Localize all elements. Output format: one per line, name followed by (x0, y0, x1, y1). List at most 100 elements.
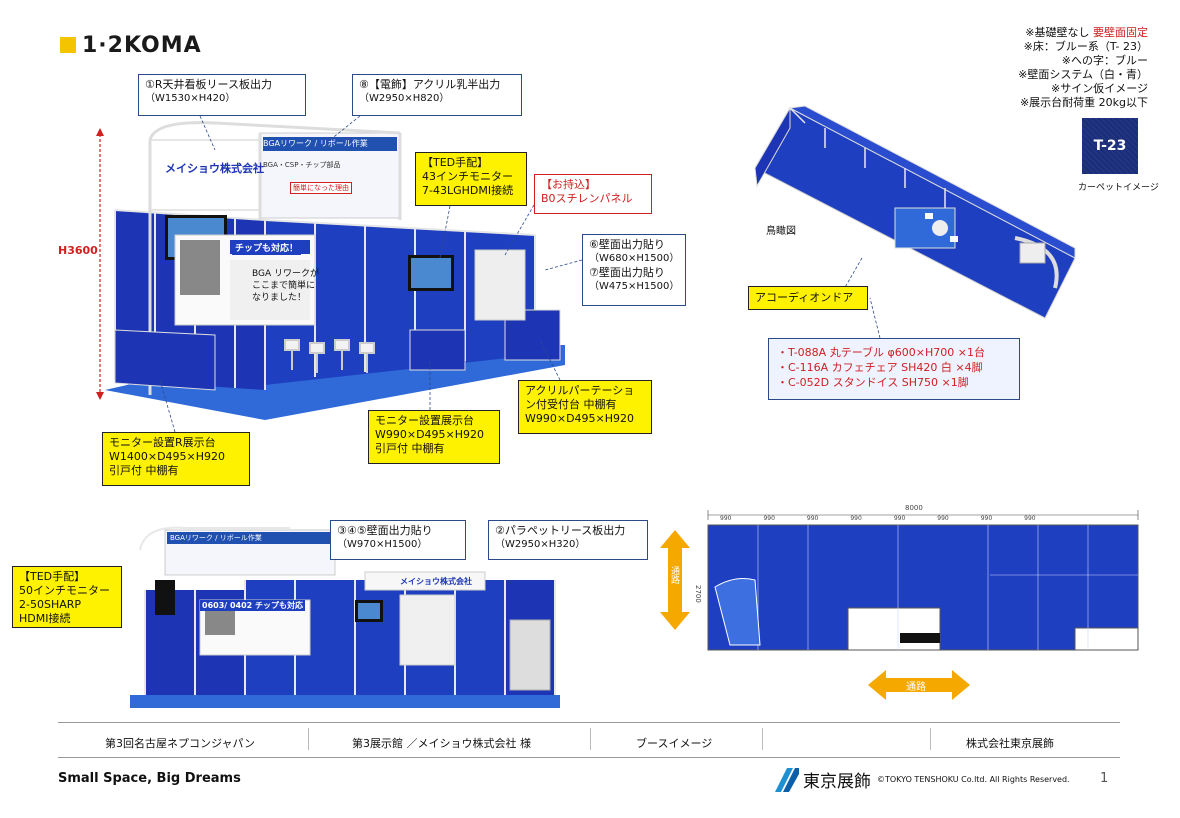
dim-label: 990 (937, 515, 949, 522)
note-line2: ※床：ブルー系（T- 23） (1023, 40, 1148, 53)
callout-dim: （W2950×H820） (359, 93, 450, 104)
callout-dim: （W970×H1500） (337, 539, 428, 550)
footer-sep (930, 728, 931, 750)
notes-block: ※基礎壁なし 要壁面固定 ※床：ブルー系（T- 23） ※への字：ブルー ※壁面… (1018, 26, 1148, 110)
callout-line: （W680×H1500） (589, 253, 680, 264)
callout-line: アコーディオンドア (755, 291, 854, 304)
sign-chip-main: チップも対応！ (232, 240, 302, 255)
footer-top-line (58, 722, 1120, 723)
floorplan-depth: 2700 (694, 585, 702, 603)
footer-brand: 東京展飾 ©TOKYO TENSHOKU Co.ltd. All Rights … (775, 767, 1070, 792)
floorplan-width: 8000 (905, 504, 923, 512)
company-logo: 1·2KOMA (60, 33, 202, 58)
height-label: H3600 (58, 244, 98, 257)
booth-render-front (130, 526, 560, 708)
note-line4: ※壁面システム（白・青） (1018, 68, 1148, 81)
callout-acrylic-sign: ⑧【電飾】アクリル乳半出力 （W2950×H820） (352, 74, 522, 116)
callout-accordion-door: アコーディオンドア (748, 286, 868, 310)
callout-line: アクリルパーテーショ (525, 384, 635, 397)
callout-line: HDMI接続 (19, 612, 71, 625)
dim-label: 990 (806, 515, 819, 522)
callout-r-ceiling-sign: ①R天井看板リース板出力 （W1530×H420） (138, 74, 306, 116)
dim-label: 990 (763, 515, 775, 522)
callout-monitor-stand: モニター設置展示台 W990×D495×H920 引戸付 中棚有 (368, 410, 500, 464)
callout-dim: （W2950×H320） (495, 539, 586, 550)
callout-line: 【TED手配】 (422, 156, 489, 169)
note-line1a: ※基礎壁なし (1025, 26, 1090, 39)
footer-sep (590, 728, 591, 750)
dim-label: 990 (1024, 515, 1036, 522)
sign-bga-main: BGA リワークが ここまで簡単に なりました！ (252, 269, 320, 303)
callout-line: 7-43LGHDMI接続 (422, 184, 514, 197)
callout-line: ン付受付台 中棚有 (525, 398, 617, 411)
callout-title: ③④⑤壁面出力貼り (337, 524, 433, 537)
callout-line: W990×D495×H920 (525, 412, 635, 425)
note-line3: ※への字：ブルー (1061, 54, 1148, 67)
footer-sep (762, 728, 763, 750)
furniture-list: ・T-088A 丸テーブル φ600×H700 ×1台 ・C-116A カフェチ… (768, 338, 1020, 400)
note-line1b: 要壁面固定 (1093, 26, 1148, 39)
callout-parapet-sign: ②パラペットリース板出力 （W2950×H320） (488, 520, 648, 560)
callout-title: ②パラペットリース板出力 (495, 524, 626, 537)
callout-line: B0スチレンパネル (541, 192, 633, 205)
callout-line: （W475×H1500） (589, 281, 680, 292)
note-line6: ※展示台耐荷重 20kg以下 (1019, 96, 1148, 109)
height-arrow (96, 128, 104, 400)
aisle-arrow-vertical (660, 530, 690, 630)
callout-title: ⑧【電飾】アクリル乳半出力 (359, 78, 501, 91)
sign-sub-main: BGA・CSP・チップ部品 (263, 161, 341, 169)
note-line5: ※サイン仮イメージ (1051, 82, 1148, 95)
dim-label: 990 (850, 515, 862, 522)
callout-line: 引戸付 中棚有 (375, 442, 445, 455)
furniture-item: ・C-052D スタンドイス SH750 ×1脚 (777, 376, 969, 389)
callout-line: W1400×D495×H920 (109, 450, 226, 463)
brand-name: 東京展飾 (803, 772, 871, 792)
aisle-arrow-horizontal (868, 670, 970, 700)
floor-plan (707, 510, 1139, 651)
callout-monitor-r-stand: モニター設置R展示台 W1400×D495×H920 引戸付 中棚有 (102, 432, 250, 486)
slogan: Small Space, Big Dreams (58, 771, 241, 786)
dim-label: 990 (893, 515, 906, 522)
sign-company-front: メイショウ株式会社 (400, 577, 472, 586)
callout-line: モニター設置R展示台 (109, 436, 216, 449)
dim-label: 990 (980, 515, 993, 522)
birdseye-view (754, 105, 1076, 319)
carpet-caption: カーペットイメージ (1078, 183, 1159, 193)
floorplan-top-dims: 990 990 990 990 990 990 990 990 (720, 515, 1036, 522)
callout-dim: （W1530×H420） (145, 93, 236, 104)
sign-headline-front: BGAリワーク / リボール作業 (170, 534, 262, 542)
footer-company: 株式会社東京展飾 (966, 737, 1054, 750)
dim-label: 990 (720, 515, 732, 522)
callout-line: 2-50SHARP (19, 598, 82, 611)
callout-line: W990×D495×H920 (375, 428, 485, 441)
callout-title: ①R天井看板リース板出力 (145, 78, 272, 91)
sign-company-main: メイショウ株式会社 (165, 162, 264, 175)
furniture-item: ・C-116A カフェチェア SH420 白 ×4脚 (777, 361, 983, 374)
sign-chip2-front: 0603/ 0402 チップも対応 (200, 600, 306, 611)
sign-headline-main: BGAリワーク / リボール作業 (263, 139, 368, 148)
callout-line: モニター設置展示台 (375, 414, 474, 427)
footer-bottom-line (58, 757, 1120, 758)
callout-line: 43インチモニター (422, 170, 513, 183)
furniture-item: ・T-088A 丸テーブル φ600×H700 ×1台 (777, 346, 985, 359)
callout-b0-panel: 【お持込】 B0スチレンパネル (534, 174, 652, 214)
callout-line: 【TED手配】 (19, 570, 86, 583)
callout-ted-50-monitor: 【TED手配】 50インチモニター 2-50SHARP HDMI接続 (12, 566, 122, 628)
footer-type: ブースイメージ (636, 737, 713, 750)
tokyo-tenshoku-logo-icon (775, 767, 799, 792)
callout-line: ⑦壁面出力貼り (589, 266, 665, 279)
callout-ted-43-monitor: 【TED手配】 43インチモニター 7-43LGHDMI接続 (415, 152, 527, 206)
footer-sep (308, 728, 309, 750)
footer-event: 第3回名古屋ネプコンジャパン (105, 737, 255, 750)
aisle-label-vertical: 通路 (669, 566, 679, 584)
page-number: 1 (1100, 771, 1109, 786)
callout-line: 引戸付 中棚有 (109, 464, 179, 477)
callout-line: 50インチモニター (19, 584, 110, 597)
callout-acrylic-reception: アクリルパーテーショ ン付受付台 中棚有 W990×D495×H920 (518, 380, 652, 434)
callout-wall-prints-67: ⑥壁面出力貼り （W680×H1500） ⑦壁面出力貼り （W475×H1500… (582, 234, 686, 306)
copyright: ©TOKYO TENSHOKU Co.ltd. All Rights Reser… (877, 775, 1070, 784)
sign-easy-main: 簡単になった理由 (290, 182, 352, 194)
footer-hall: 第3展示館 ／メイショウ株式会社 様 (352, 737, 531, 750)
aisle-label-horizontal: 通路 (906, 682, 926, 693)
callout-line: 【お持込】 (541, 178, 596, 191)
